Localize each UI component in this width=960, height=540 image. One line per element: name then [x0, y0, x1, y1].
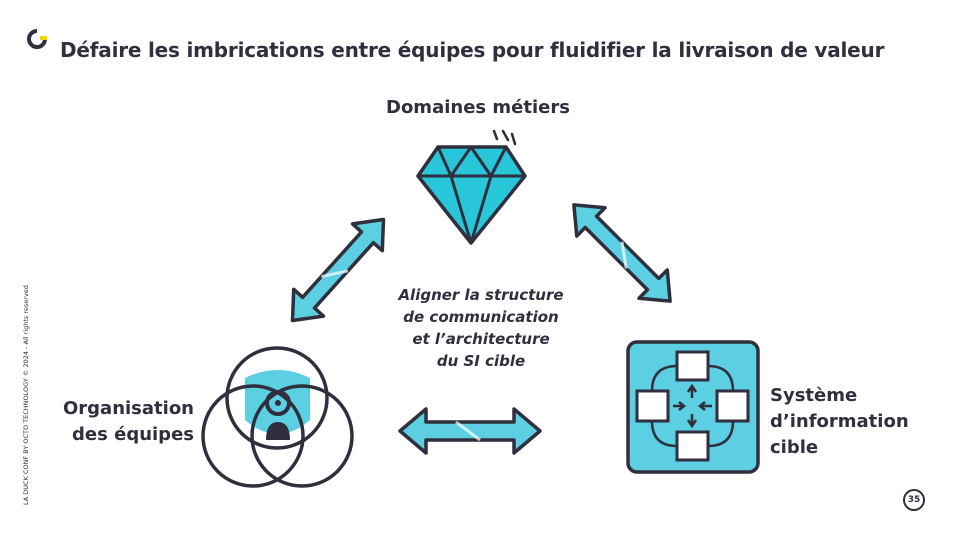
node-label-line: cible: [770, 437, 819, 458]
diamond-icon: [416, 129, 527, 245]
caption-line: de communication: [403, 308, 559, 326]
caption-line: et l’architecture: [412, 330, 550, 348]
node-label-si: Système d’information cible: [770, 383, 920, 461]
architecture-blocks-icon: [626, 340, 760, 474]
node-label-line: Organisation: [62, 398, 194, 419]
double-arrow-icon: [290, 217, 386, 323]
center-caption: Aligner la structure de communication et…: [386, 284, 576, 372]
octo-logo-icon: [27, 29, 47, 49]
caption-line: Aligner la structure: [398, 286, 564, 304]
double-arrow-icon: [398, 407, 542, 455]
node-label-line: des équipes: [72, 424, 194, 445]
page-number-badge: 35: [903, 489, 925, 511]
copyright-note: LA DUCK CONF BY OCTO TECHNOLOGY © 2024 -…: [22, 285, 30, 505]
node-label-domaines: Domaines métiers: [386, 97, 570, 118]
page-number: 35: [907, 495, 921, 505]
page-title: Défaire les imbrications entre équipes p…: [60, 38, 885, 62]
team-venn-icon: [201, 346, 354, 488]
node-label-organisation: Organisation des équipes: [60, 396, 194, 448]
node-label-line: d’information: [770, 411, 909, 432]
double-arrow-icon: [572, 203, 672, 303]
node-label-line: Système: [770, 385, 858, 406]
caption-line: du SI cible: [436, 352, 526, 370]
